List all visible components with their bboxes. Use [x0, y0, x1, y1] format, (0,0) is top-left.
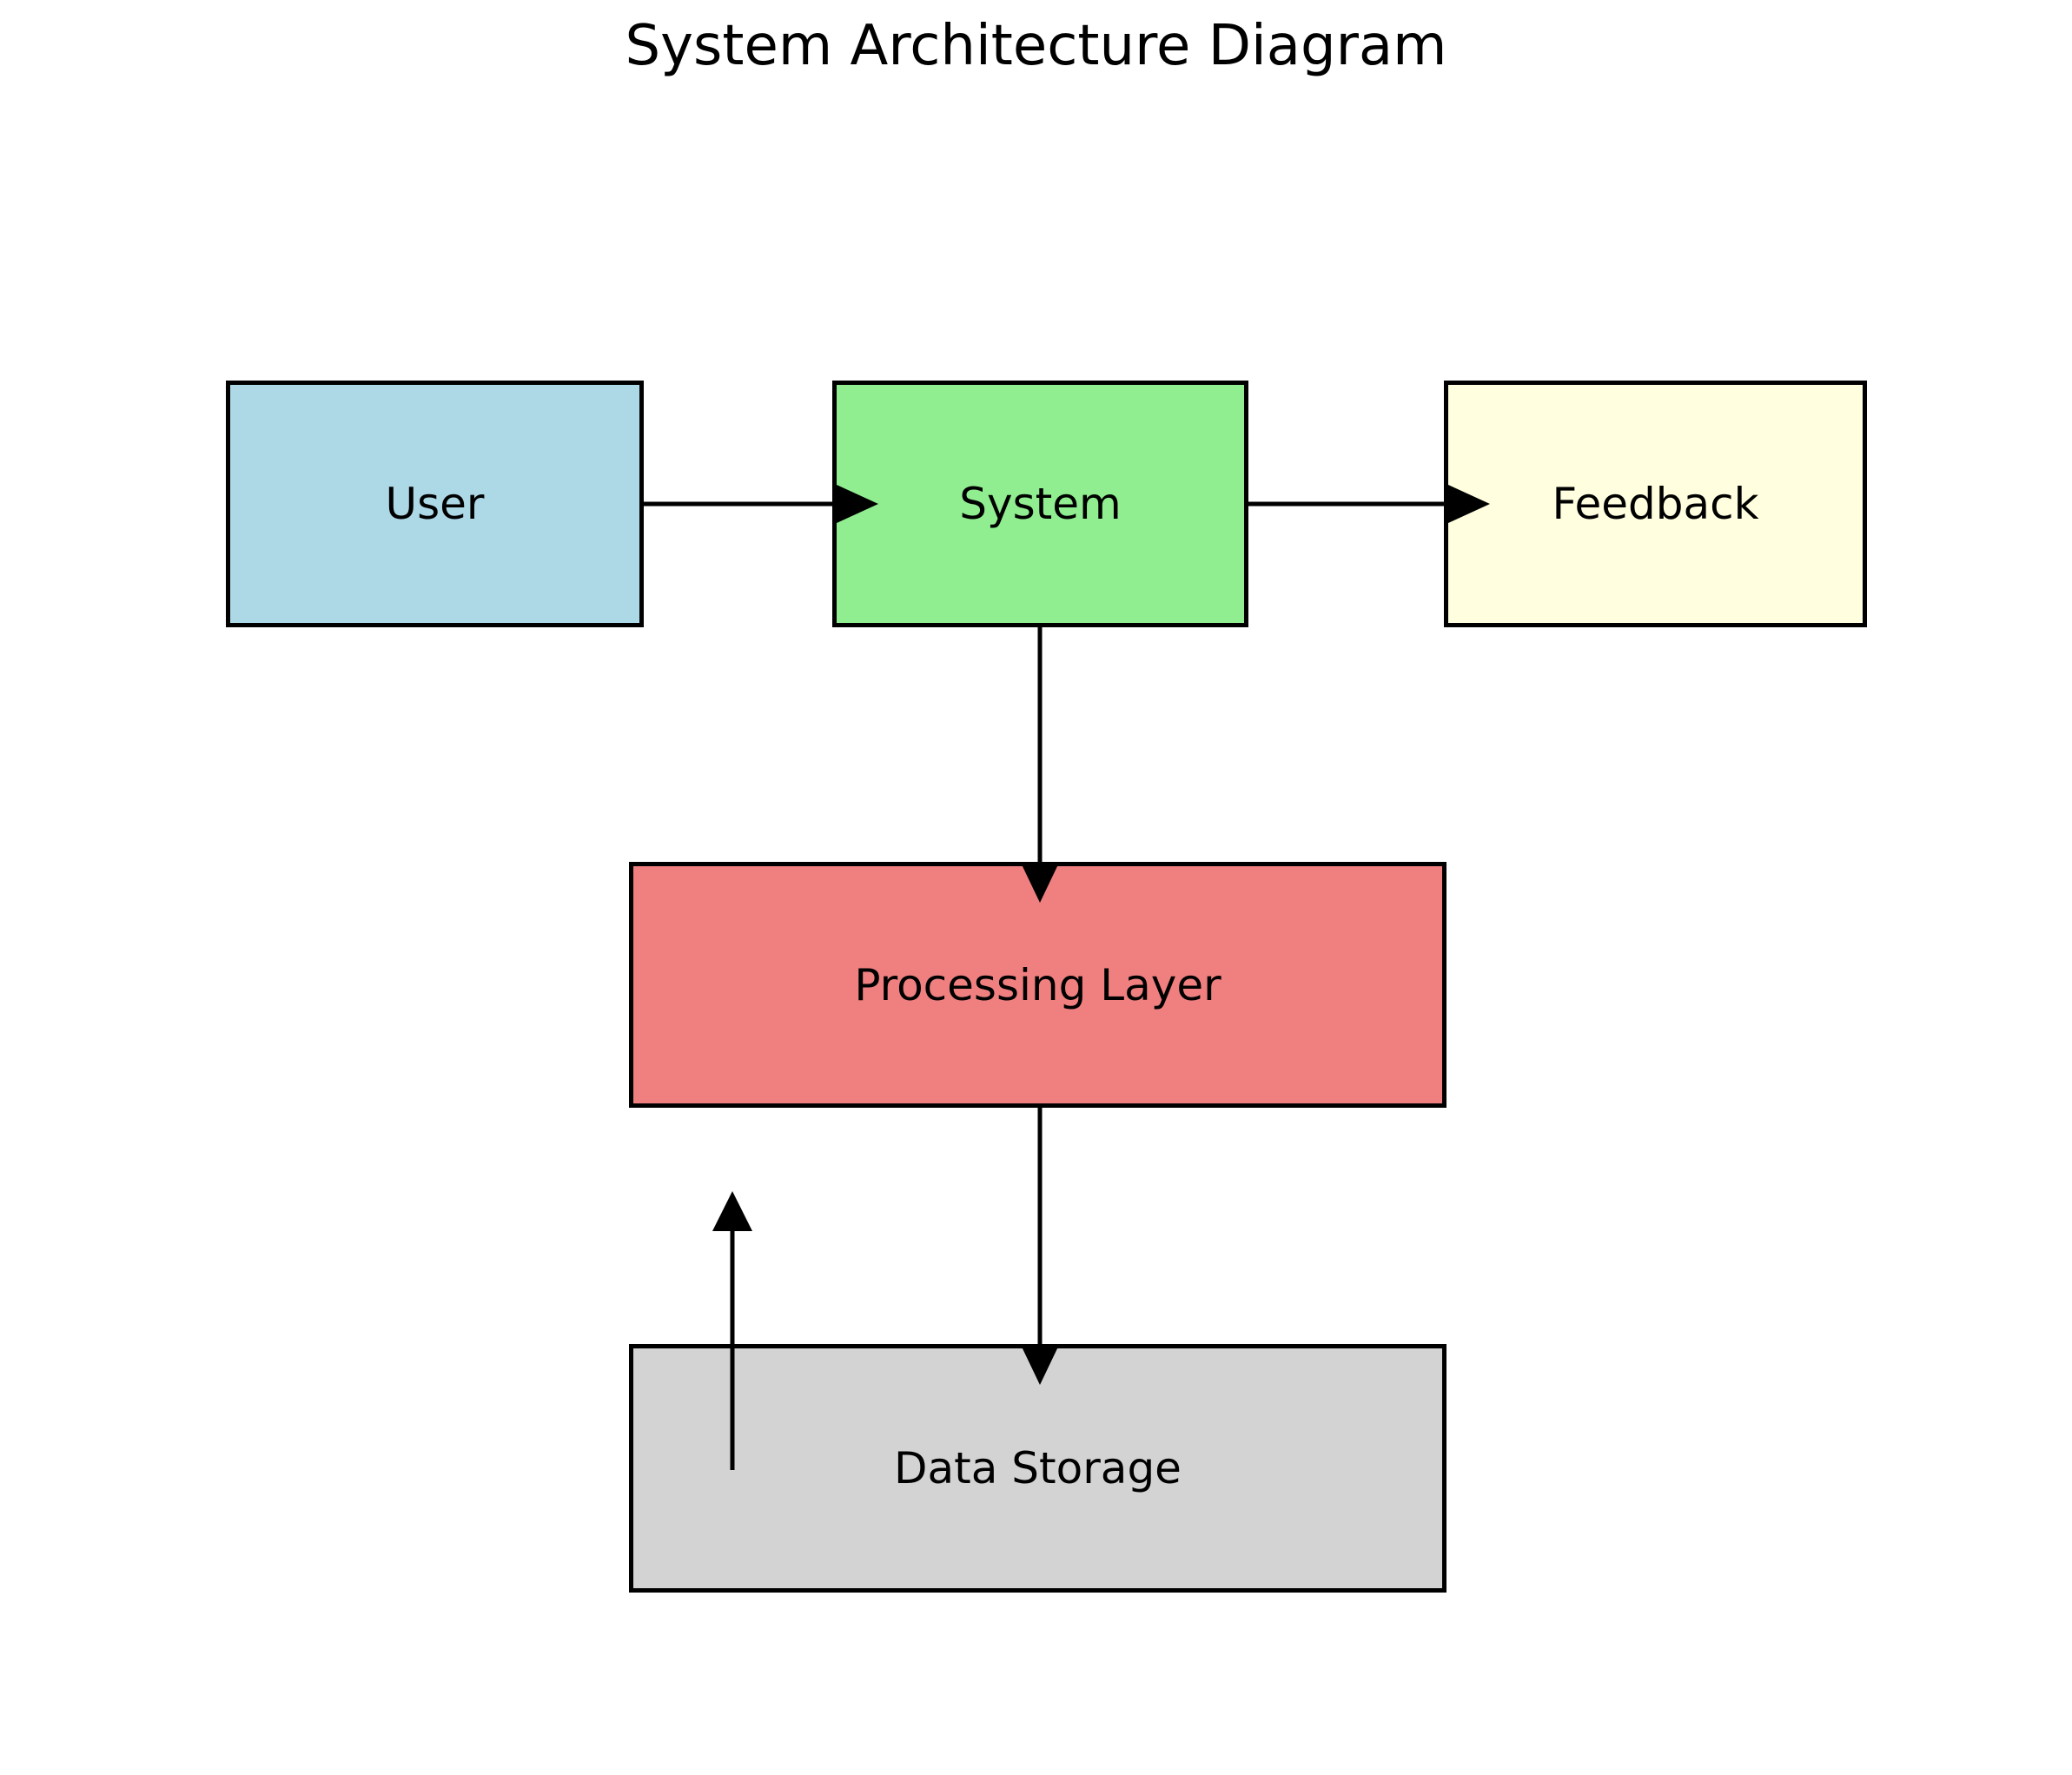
node-feedback-label: Feedback [1552, 479, 1759, 529]
node-user: User [226, 381, 644, 627]
node-system: System [832, 381, 1248, 627]
node-data-storage: Data Storage [629, 1344, 1446, 1593]
node-processing-layer: Processing Layer [629, 862, 1446, 1108]
arrowhead-up-icon [712, 1191, 752, 1231]
page-title: System Architecture Diagram [625, 14, 1447, 78]
node-data-storage-label: Data Storage [894, 1443, 1182, 1494]
node-user-label: User [385, 479, 485, 529]
node-feedback: Feedback [1444, 381, 1867, 627]
node-processing-layer-label: Processing Layer [854, 959, 1221, 1010]
node-system-label: System [959, 479, 1122, 529]
